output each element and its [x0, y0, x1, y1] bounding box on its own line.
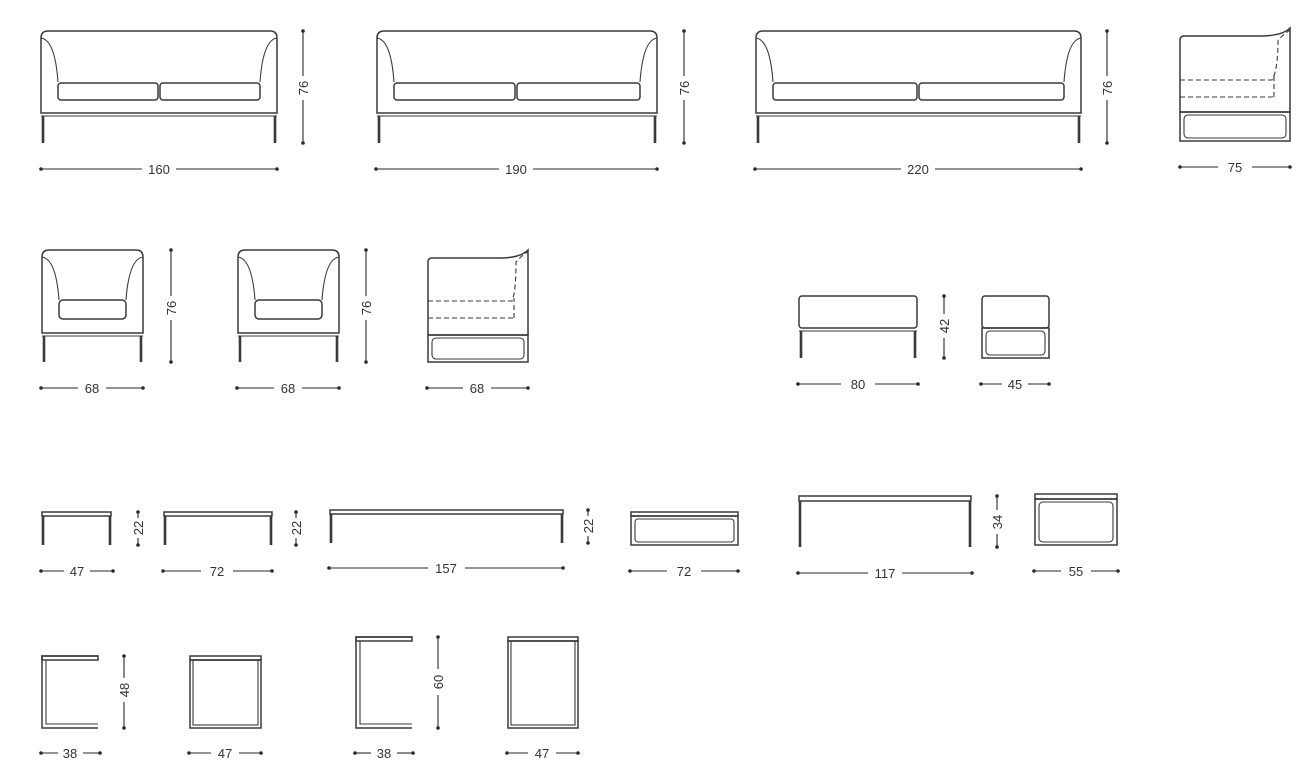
bench-front-view — [798, 295, 918, 358]
low-table-72-width-label: 72 — [210, 564, 224, 579]
sofa-220-width-dimension: 220 — [753, 162, 1083, 177]
side-table-48-height-label: 48 — [117, 683, 132, 697]
coffee-table-side-view — [1034, 493, 1118, 546]
armchair-b-width-label: 68 — [281, 381, 295, 396]
side-table-60-depth-label: 38 — [377, 746, 391, 761]
bench-height-label: 42 — [937, 319, 952, 333]
sofa-220-width-label: 220 — [907, 162, 929, 177]
low-table-47-front-view — [41, 511, 112, 545]
low-table-47-width-dimension: 47 — [39, 564, 115, 579]
sofa-220-front-view — [755, 30, 1082, 143]
low-table-157-width-label: 157 — [435, 561, 457, 576]
sofa-190-height-label: 76 — [677, 81, 692, 95]
coffee-table-side-depth-label: 55 — [1069, 564, 1083, 579]
coffee-table-height-dimension: 34 — [990, 494, 1005, 549]
low-table-72-height-dimension: 22 — [289, 510, 304, 547]
sofa-160-width-dimension: 160 — [39, 162, 279, 177]
bench-side-depth-dimension: 45 — [979, 377, 1051, 392]
armchair-b-height-dimension: 76 — [359, 248, 374, 364]
armchair-b-height-label: 76 — [359, 301, 374, 315]
sofa-side-depth-dimension: 75 — [1178, 160, 1292, 175]
armchair-a-height-label: 76 — [164, 301, 179, 315]
side-table-48-front-width-label: 47 — [218, 746, 232, 761]
sofa-190-width-dimension: 190 — [374, 162, 659, 177]
side-table-60-front-view — [507, 636, 579, 729]
bench-height-dimension: 42 — [937, 294, 952, 360]
sofa-220-height-dimension: 76 — [1100, 29, 1115, 145]
low-table-157-height-dimension: 22 — [581, 508, 596, 545]
coffee-table-front-view — [798, 495, 972, 547]
coffee-table-height-label: 34 — [990, 515, 1005, 529]
side-table-60-front-width-dimension: 47 — [505, 746, 580, 761]
low-table-157-front-view — [329, 509, 564, 543]
armchair-a-width-dimension: 68 — [39, 381, 145, 396]
low-table-72-height-label: 22 — [289, 521, 304, 535]
side-table-48-side-view — [41, 655, 99, 729]
sofa-160-width-label: 160 — [148, 162, 170, 177]
armchair-side-depth-dimension: 68 — [425, 381, 530, 396]
low-table-72-front-view — [163, 511, 273, 545]
low-table-side-depth-label: 72 — [677, 564, 691, 579]
armchair-b-width-dimension: 68 — [235, 381, 341, 396]
side-table-48-front-view — [189, 655, 262, 729]
armchair-b-front-view — [237, 249, 340, 362]
armchair-side-view — [427, 248, 529, 363]
low-table-47-height-dimension: 22 — [131, 510, 146, 547]
sofa-190-front-view — [376, 30, 658, 143]
bench-side-depth-label: 45 — [1008, 377, 1022, 392]
sofa-160-height-dimension: 76 — [296, 29, 311, 145]
armchair-a-width-label: 68 — [85, 381, 99, 396]
side-table-60-front-width-label: 47 — [535, 746, 549, 761]
sofa-190-height-dimension: 76 — [677, 29, 692, 145]
coffee-table-width-dimension: 117 — [796, 566, 974, 581]
bench-side-view — [981, 295, 1050, 359]
sofa-side-view — [1179, 26, 1291, 142]
low-table-47-width-label: 47 — [70, 564, 84, 579]
low-table-157-width-dimension: 157 — [327, 561, 565, 576]
low-table-72-width-dimension: 72 — [161, 564, 274, 579]
low-table-47-height-label: 22 — [131, 521, 146, 535]
armchair-a-height-dimension: 76 — [164, 248, 179, 364]
armchair-side-depth-label: 68 — [470, 381, 484, 396]
low-table-side-depth-dimension: 72 — [628, 564, 740, 579]
bench-width-label: 80 — [851, 377, 865, 392]
sofa-160-height-label: 76 — [296, 81, 311, 95]
sofa-side-depth-label: 75 — [1228, 160, 1242, 175]
sofa-220-height-label: 76 — [1100, 81, 1115, 95]
coffee-table-side-depth-dimension: 55 — [1032, 564, 1120, 579]
low-table-side-view — [630, 511, 739, 546]
sofa-160-front-view — [40, 30, 278, 143]
side-table-60-height-label: 60 — [431, 675, 446, 689]
coffee-table-width-label: 117 — [875, 566, 896, 581]
side-table-60-height-dimension: 60 — [431, 635, 446, 730]
armchair-a-front-view — [41, 249, 144, 362]
side-table-48-front-width-dimension: 47 — [187, 746, 263, 761]
side-table-60-side-view — [355, 636, 413, 729]
side-table-48-depth-dimension: 38 — [39, 746, 102, 761]
side-table-60-depth-dimension: 38 — [353, 746, 415, 761]
sofa-190-width-label: 190 — [505, 162, 527, 177]
side-table-48-height-dimension: 48 — [117, 654, 132, 730]
low-table-157-height-label: 22 — [581, 519, 596, 533]
side-table-48-depth-label: 38 — [63, 746, 77, 761]
bench-width-dimension: 80 — [796, 377, 920, 392]
